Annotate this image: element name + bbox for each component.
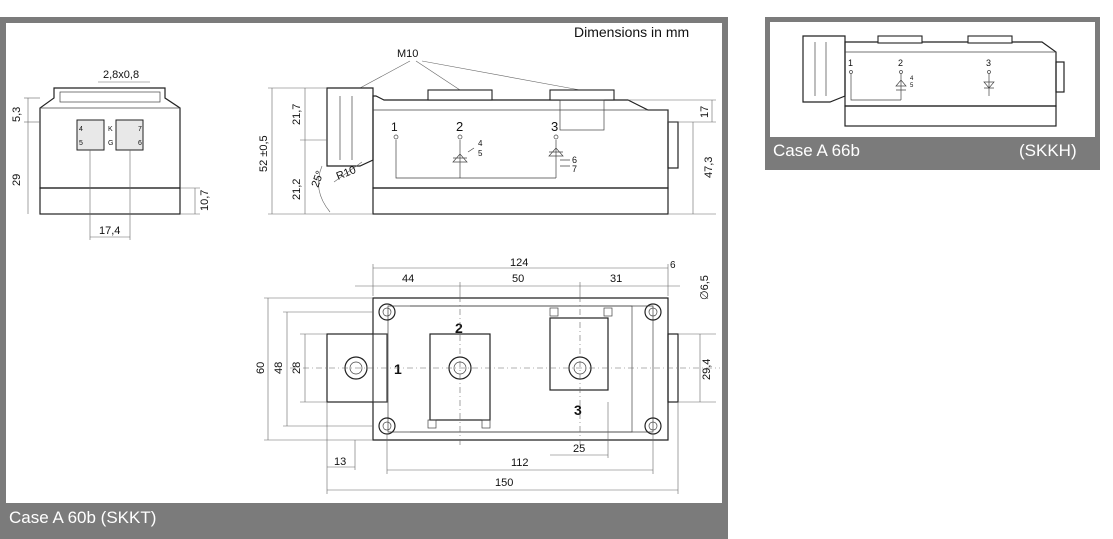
end-view-pin-4: 4	[79, 126, 83, 133]
side-view-terminal-1: 1	[391, 120, 398, 134]
dimensions-units-note: Dimensions in mm	[574, 24, 690, 40]
side-view-dim-upper: 21,7	[291, 104, 303, 125]
end-view-dim-bottom: 17,4	[99, 225, 120, 237]
side-view-dim-right-total: 47,3	[703, 157, 715, 178]
end-view-dim-left-lower: 29	[11, 174, 23, 186]
end-view-pin-5: 5	[79, 140, 83, 147]
case-a66b-pin-4: 4	[910, 76, 914, 82]
case-a66b-caption: Case A 66b	[773, 141, 860, 160]
case-a66b-terminal-3: 3	[986, 58, 991, 68]
case-a66b-terminal-1: 1	[848, 58, 853, 68]
case-a60b-caption: Case A 60b (SKKT)	[9, 508, 157, 527]
case-a66b-drawing-area	[770, 22, 1095, 137]
case-a60b-drawing-area	[6, 23, 722, 503]
top-view-dim-seg-2: 50	[512, 273, 524, 285]
top-view-dim-term3: 25	[573, 443, 585, 455]
top-view-dim-seg-3: 31	[610, 273, 622, 285]
top-view-dim-height-mid: 48	[273, 362, 285, 374]
side-view-angle: 25°	[310, 169, 327, 189]
top-view-dim-left-tab: 13	[334, 456, 346, 468]
top-view-terminal-1: 1	[394, 361, 402, 377]
end-view-pin-6: 6	[138, 140, 142, 147]
end-view-pin-k: K	[108, 126, 113, 133]
side-view-terminal-3: 3	[551, 119, 558, 134]
top-view-dim-mount: 112	[511, 457, 529, 469]
end-view-dim-top: 2,8x0,8	[103, 69, 139, 81]
side-view-pin-5: 5	[478, 149, 483, 158]
case-a66b-terminal-2: 2	[898, 58, 903, 68]
top-view-dim-total-bottom: 150	[495, 477, 513, 489]
top-view-dim-right: 29,4	[701, 359, 713, 380]
side-view-dim-lower: 21,2	[291, 179, 303, 200]
side-view-pin-4: 4	[478, 139, 483, 148]
end-view-pin-g: G	[108, 140, 113, 147]
top-view-terminal-2: 2	[455, 320, 463, 336]
top-view-dim-hole: ∅6,5	[699, 275, 711, 300]
top-view-dim-total-top: 124	[510, 257, 528, 269]
side-view-terminal-2: 2	[456, 119, 463, 134]
top-view-dim-seg-1: 44	[402, 273, 414, 285]
side-view-screw-label: M10	[397, 48, 418, 60]
top-view-dim-small: 6	[670, 260, 676, 271]
side-view-dim-total: 52 ±0,5	[258, 135, 270, 172]
case-a60b-panel: Case A 60b (SKKT)	[0, 17, 728, 539]
top-view-dim-height-outer: 60	[255, 362, 267, 374]
side-view-pin-7: 7	[572, 164, 577, 174]
side-view-dim-right-top: 17	[699, 106, 711, 118]
case-a66b-pin-5: 5	[910, 83, 914, 89]
side-view-pin-6: 6	[572, 155, 577, 165]
end-view-dim-left-upper: 5,3	[11, 107, 23, 122]
top-view-terminal-3: 3	[574, 402, 582, 418]
end-view-dim-right: 10,7	[199, 190, 211, 211]
case-a66b-caption-code: (SKKH)	[1019, 141, 1077, 160]
top-view-dim-height-inner: 28	[291, 362, 303, 374]
end-view-pin-7: 7	[138, 126, 142, 133]
